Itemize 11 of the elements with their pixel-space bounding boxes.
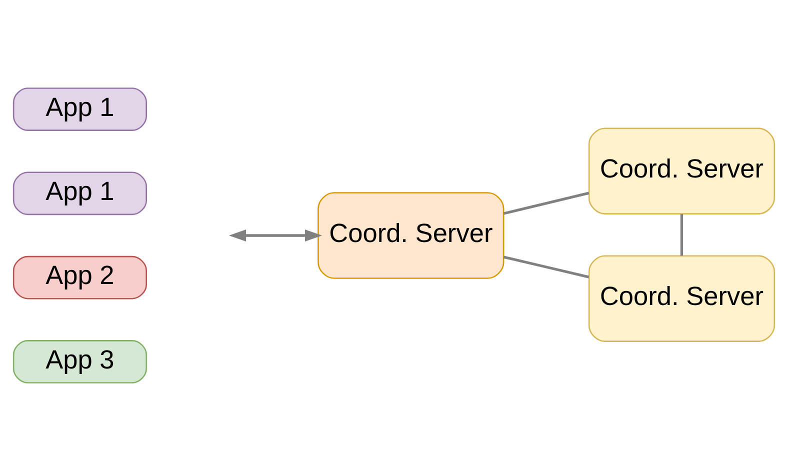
node-box: Coord. Server (318, 192, 504, 279)
node-box: Coord. Server (588, 128, 776, 214)
connector (503, 192, 590, 215)
connector (680, 214, 684, 256)
node-box: App 1 (12, 88, 148, 131)
node-box: App 1 (12, 172, 148, 216)
node-box: App 3 (12, 340, 148, 384)
connector (503, 256, 590, 278)
arrow (228, 230, 322, 242)
node-box: Coord. Server (588, 255, 776, 342)
node-box: App 2 (12, 256, 148, 300)
